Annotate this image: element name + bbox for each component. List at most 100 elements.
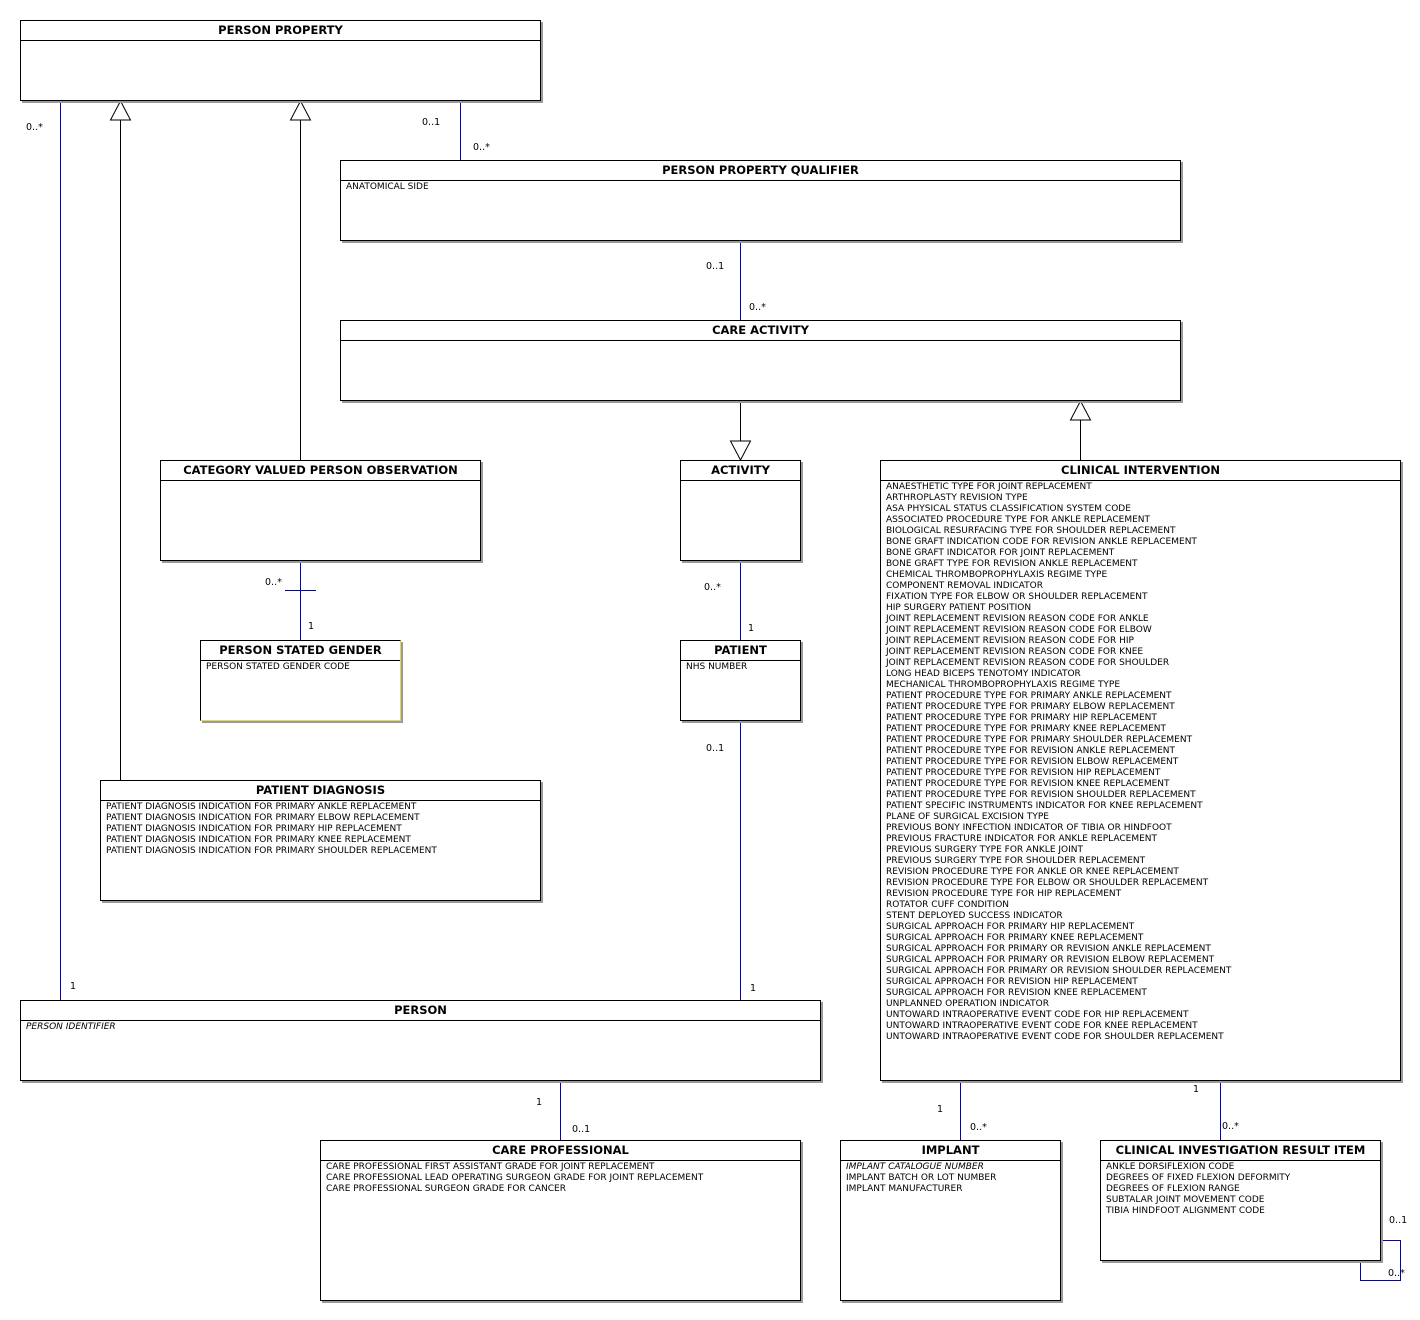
multiplicity-label: 0..1 [422,117,441,128]
attribute-list: PERSON STATED GENDER CODE [201,661,400,673]
gen-activity-arrow [729,440,752,462]
class-patient-diagnosis[interactable]: PATIENT DIAGNOSIS PATIENT DIAGNOSIS INDI… [100,780,541,901]
class-title: PATIENT [681,641,800,661]
class-clinical-intervention[interactable]: CLINICAL INTERVENTION ANAESTHETIC TYPE F… [880,460,1401,1081]
attribute: PREVIOUS BONY INFECTION INDICATOR OF TIB… [886,823,1172,833]
multiplicity-label: 0..* [1222,1121,1239,1132]
multiplicity-label: 0..* [265,577,282,588]
attribute: PERSON STATED GENDER CODE [206,662,350,672]
attribute: JOINT REPLACEMENT REVISION REASON CODE F… [886,658,1170,668]
attribute: ARTHROPLASTY REVISION TYPE [886,493,1028,503]
class-category-valued-person-observation[interactable]: CATEGORY VALUED PERSON OBSERVATION [160,460,481,561]
attribute: HIP SURGERY PATIENT POSITION [886,603,1032,613]
class-person-stated-gender[interactable]: PERSON STATED GENDER PERSON STATED GENDE… [200,640,401,721]
assoc-investigation-self [1360,1240,1401,1281]
attribute: JOINT REPLACEMENT REVISION REASON CODE F… [886,614,1149,624]
class-title: PERSON PROPERTY QUALIFIER [341,161,1180,181]
attribute: STENT DEPLOYED SUCCESS INDICATOR [886,911,1063,921]
attribute-list [341,341,1180,342]
attribute: JOINT REPLACEMENT REVISION REASON CODE F… [886,636,1134,646]
multiplicity-label: 1 [1193,1084,1200,1095]
attribute: JOINT REPLACEMENT REVISION REASON CODE F… [886,625,1152,635]
class-care-activity[interactable]: CARE ACTIVITY [340,320,1181,401]
attribute: BONE GRAFT INDICATOR FOR JOINT REPLACEME… [886,548,1115,558]
attribute: PATIENT DIAGNOSIS INDICATION FOR PRIMARY… [106,813,420,823]
attribute: PATIENT PROCEDURE TYPE FOR PRIMARY ANKLE… [886,691,1172,701]
attribute-list: CARE PROFESSIONAL FIRST ASSISTANT GRADE … [321,1161,800,1195]
class-title: CLINICAL INVESTIGATION RESULT ITEM [1101,1141,1380,1161]
class-person-property-qualifier[interactable]: PERSON PROPERTY QUALIFIER ANATOMICAL SID… [340,160,1181,241]
attribute-list: PERSON IDENTIFIER [21,1021,820,1033]
gen-observation-arrow [289,99,312,121]
attribute: CHEMICAL THROMBOPROPHYLAXIS REGIME TYPE [886,570,1108,580]
attribute: FIXATION TYPE FOR ELBOW OR SHOULDER REPL… [886,592,1148,602]
class-title: PERSON STATED GENDER [201,641,400,661]
attribute: PERSON IDENTIFIER [26,1022,116,1032]
class-patient[interactable]: PATIENT NHS NUMBER [680,640,801,721]
attribute: PATIENT PROCEDURE TYPE FOR REVISION HIP … [886,768,1161,778]
attribute: PATIENT PROCEDURE TYPE FOR PRIMARY SHOUL… [886,735,1193,745]
class-activity[interactable]: ACTIVITY [680,460,801,561]
multiplicity-label: 0..1 [706,743,725,754]
attribute: PATIENT PROCEDURE TYPE FOR PRIMARY HIP R… [886,713,1157,723]
multiplicity-label: 0..* [1388,1268,1405,1279]
class-care-professional[interactable]: CARE PROFESSIONAL CARE PROFESSIONAL FIRS… [320,1140,801,1301]
attribute-list [161,481,480,482]
attribute: UNTOWARD INTRAOPERATIVE EVENT CODE FOR S… [886,1032,1224,1042]
attribute: BONE GRAFT TYPE FOR REVISION ANKLE REPLA… [886,559,1138,569]
attribute: PATIENT DIAGNOSIS INDICATION FOR PRIMARY… [106,835,411,845]
attribute: UNTOWARD INTRAOPERATIVE EVENT CODE FOR K… [886,1021,1198,1031]
attribute: PATIENT PROCEDURE TYPE FOR REVISION ANKL… [886,746,1176,756]
attribute: COMPONENT REMOVAL INDICATOR [886,581,1043,591]
attribute: PATIENT PROCEDURE TYPE FOR PRIMARY ELBOW… [886,702,1175,712]
multiplicity-label: 0..* [26,122,43,133]
attribute: ROTATOR CUFF CONDITION [886,900,1010,910]
class-title: ACTIVITY [681,461,800,481]
multiplicity-label: 0..* [749,302,766,313]
attribute-list: NHS NUMBER [681,661,800,673]
attribute: PATIENT PROCEDURE TYPE FOR REVISION ELBO… [886,757,1179,767]
attribute: ANATOMICAL SIDE [346,182,429,192]
attribute: SURGICAL APPROACH FOR REVISION HIP REPLA… [886,977,1138,987]
attribute: DEGREES OF FIXED FLEXION DEFORMITY [1106,1173,1291,1183]
attribute: CARE PROFESSIONAL SURGEON GRADE FOR CANC… [326,1184,566,1194]
attribute: PATIENT DIAGNOSIS INDICATION FOR PRIMARY… [106,802,417,812]
multiplicity-label: 1 [308,621,315,632]
attribute: PREVIOUS FRACTURE INDICATOR FOR ANKLE RE… [886,834,1158,844]
attribute: MECHANICAL THROMBOPROPHYLAXIS REGIME TYP… [886,680,1121,690]
class-person[interactable]: PERSON PERSON IDENTIFIER [20,1000,821,1081]
class-title: CATEGORY VALUED PERSON OBSERVATION [161,461,480,481]
attribute: BONE GRAFT INDICATION CODE FOR REVISION … [886,537,1197,547]
attribute-list [681,481,800,482]
attribute: SURGICAL APPROACH FOR PRIMARY HIP REPLAC… [886,922,1135,932]
multiplicity-label: 0..1 [572,1124,591,1135]
class-clinical-investigation-result-item[interactable]: CLINICAL INVESTIGATION RESULT ITEM ANKLE… [1100,1140,1381,1261]
multiplicity-label: 0..* [704,582,721,593]
class-title: PATIENT DIAGNOSIS [101,781,540,801]
attribute: LONG HEAD BICEPS TENOTOMY INDICATOR [886,669,1081,679]
attribute: BIOLOGICAL RESURFACING TYPE FOR SHOULDER… [886,526,1176,536]
attribute: CARE PROFESSIONAL FIRST ASSISTANT GRADE … [326,1162,655,1172]
attribute: JOINT REPLACEMENT REVISION REASON CODE F… [886,647,1144,657]
attribute: ANAESTHETIC TYPE FOR JOINT REPLACEMENT [886,482,1092,492]
attribute: PLANE OF SURGICAL EXCISION TYPE [886,812,1049,822]
attribute-list [21,41,540,42]
attribute: PATIENT SPECIFIC INSTRUMENTS INDICATOR F… [886,801,1203,811]
multiplicity-label: 1 [70,981,77,992]
gen-intervention-arrow [1069,399,1092,421]
class-title: CARE ACTIVITY [341,321,1180,341]
multiplicity-label: 1 [748,623,755,634]
gen-patient-diagnosis-arrow [109,99,132,121]
attribute: PREVIOUS SURGERY TYPE FOR ANKLE JOINT [886,845,1083,855]
attribute: REVISION PROCEDURE TYPE FOR ANKLE OR KNE… [886,867,1179,877]
attribute: SURGICAL APPROACH FOR PRIMARY OR REVISIO… [886,955,1215,965]
class-title: PERSON [21,1001,820,1021]
class-person-property[interactable]: PERSON PROPERTY [20,20,541,101]
multiplicity-label: 0..* [970,1122,987,1133]
attribute: ASSOCIATED PROCEDURE TYPE FOR ANKLE REPL… [886,515,1151,525]
